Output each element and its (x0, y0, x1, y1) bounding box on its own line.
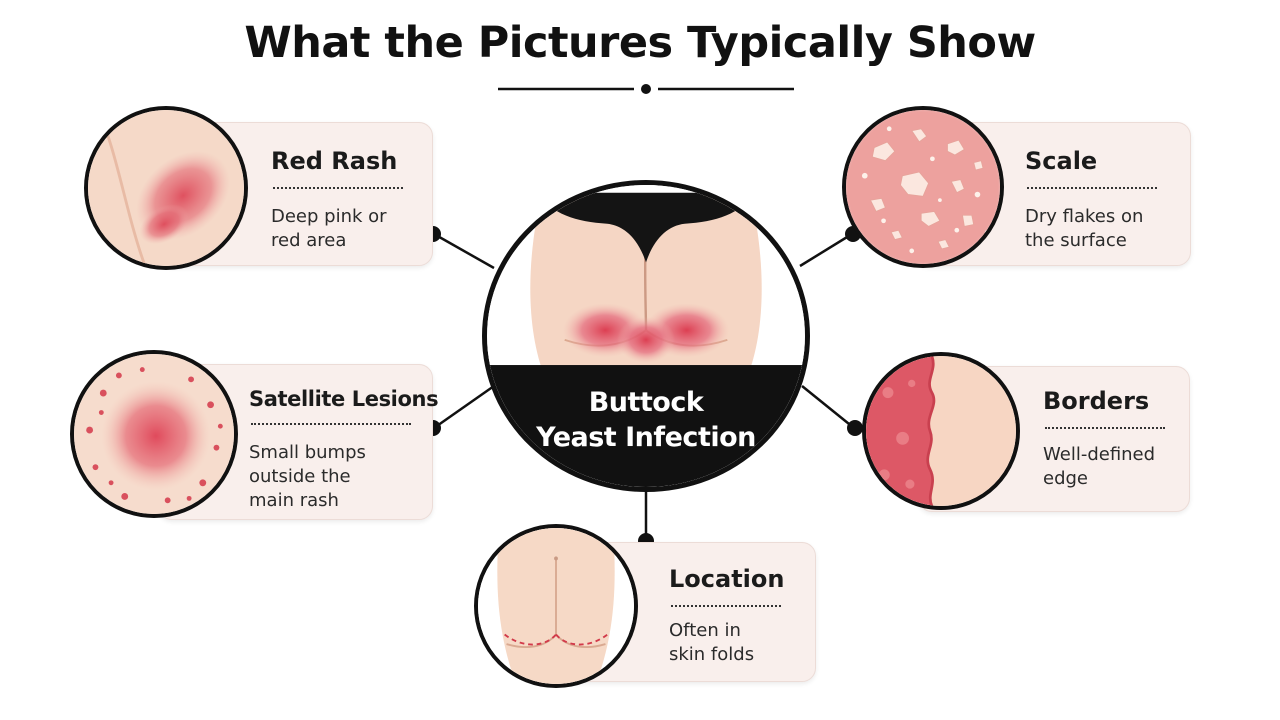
card-title-location: Location (669, 565, 785, 593)
connector-red-rash (433, 232, 495, 270)
location-illustration (478, 528, 634, 684)
card-desc-location: Often in skin folds (669, 620, 755, 665)
connector-dot-borders (847, 420, 863, 436)
card-divider (273, 187, 403, 189)
card-title-scale: Scale (1025, 147, 1098, 175)
card-divider (671, 605, 781, 607)
page-title: What the Pictures Typically Show (244, 18, 1036, 68)
card-title-borders: Borders (1043, 387, 1150, 415)
card-divider (251, 423, 411, 425)
card-title-red-rash: Red Rash (271, 147, 398, 175)
center-illustration: Buttock Yeast Infection (482, 180, 810, 492)
thumb-satellite-lesions (70, 350, 238, 518)
thumb-red-rash (84, 106, 248, 270)
title-divider (498, 84, 794, 94)
card-divider (1027, 187, 1157, 189)
red-rash-illustration (88, 110, 244, 266)
center-label: Buttock Yeast Infection (536, 387, 756, 453)
card-desc-borders: Well-defined edge (1043, 444, 1156, 489)
connector-borders (801, 385, 855, 429)
connector-satellite (433, 384, 495, 430)
card-title-satellite: Satellite Lesions (249, 387, 439, 411)
card-desc-red-rash: Deep pink or red area (271, 206, 387, 251)
thumb-location (474, 524, 638, 688)
card-desc-scale: Dry flakes on the surface (1025, 206, 1144, 251)
thumb-scale (842, 106, 1004, 268)
card-desc-satellite: Small bumps outside the main rash (249, 442, 366, 511)
card-divider (1045, 427, 1165, 429)
connector-scale (799, 232, 853, 268)
borders-illustration (866, 356, 1016, 506)
satellite-lesions-illustration (74, 354, 234, 514)
scale-illustration (846, 110, 1000, 264)
thumb-borders (862, 352, 1020, 510)
